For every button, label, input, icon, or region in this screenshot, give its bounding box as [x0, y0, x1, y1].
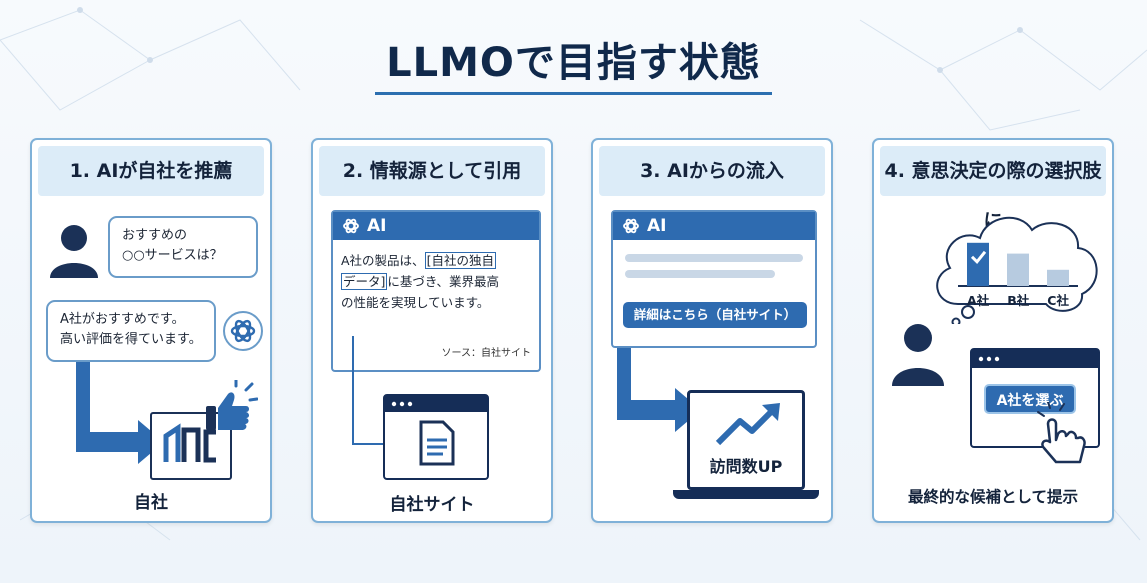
bar-A社 — [967, 242, 989, 286]
bar-label-a: A社 — [967, 293, 990, 308]
window-titlebar — [972, 350, 1098, 368]
bar-label-c: C社 — [1047, 293, 1069, 308]
bar-C社 — [1047, 269, 1069, 286]
window-titlebar: AI — [333, 212, 539, 240]
citation-highlight-2: データ] — [341, 273, 388, 290]
page-title: LLMOで目指す状態 — [386, 40, 761, 86]
card-cited-source: 2. 情報源として引用 AI A社の製品は、[自社の独自 データ]に基づき、業界… — [311, 138, 553, 523]
text-placeholder-line — [625, 270, 775, 278]
card-heading: 2. 情報源として引用 — [319, 146, 545, 196]
website-window — [383, 394, 489, 480]
citation-post-2: の性能を実現しています。 — [341, 295, 490, 310]
question-line-2: ○○サービスは？ — [122, 248, 223, 263]
card-heading: 3. AIからの流入 — [599, 146, 825, 196]
answer-line-2: 高い評価を得ています。 — [60, 332, 202, 347]
choice-window: A社を選ぶ — [970, 348, 1100, 448]
bar-labels: A社 B社 C社 — [958, 290, 1078, 309]
bar-chart — [958, 242, 1078, 287]
citation-pre: A社の製品は、 — [341, 253, 425, 268]
visits-up-label: 訪問数UP — [709, 457, 783, 476]
hand-pointer-icon — [1037, 402, 1086, 464]
card-ai-traffic: 3. AIからの流入 AI 詳細はこちら（自社サイト） 訪問数UP — [591, 138, 833, 523]
window-dots-icon — [978, 356, 1000, 362]
user-icon — [892, 324, 944, 386]
source-note: ソース：自社サイト — [441, 348, 532, 359]
user-question-bubble: おすすめの ○○サービスは？ — [108, 216, 258, 278]
title-underline — [375, 92, 772, 95]
ai-answer-bubble: A社がおすすめです。 高い評価を得ています。 — [46, 300, 216, 362]
final-candidate-caption: 最終的な候補として提示 — [907, 488, 1079, 506]
card-decision-choice: 4. 意思決定の際の選択肢に A社 B社 C社 A社を選ぶ 最終的な候補として提… — [872, 138, 1114, 523]
window-titlebar: AI — [613, 212, 815, 240]
ai-logo-icon — [223, 311, 263, 351]
company-label: 自社 — [134, 493, 168, 513]
answer-line-1: A社がおすすめです。 — [60, 312, 185, 327]
thumbs-up-icon — [206, 380, 258, 430]
trend-up-icon — [715, 403, 780, 446]
card-heading: 1. AIが自社を推薦 — [38, 146, 264, 196]
flow-arrow — [76, 362, 164, 464]
ai-answer-window: AI A社の製品は、[自社の独自 データ]に基づき、業界最高 の性能を実現してい… — [331, 210, 541, 372]
check-icon — [970, 250, 987, 265]
ai-answer-window: AI 詳細はこちら（自社サイト） — [611, 210, 817, 348]
website-label: 自社サイト — [389, 495, 475, 515]
citation-text: A社の製品は、[自社の独自 データ]に基づき、業界最高 の性能を実現しています。 — [341, 250, 537, 313]
bar-B社 — [1007, 253, 1029, 286]
text-placeholder-line — [625, 254, 803, 262]
laptop-base — [673, 490, 819, 499]
ai-logo-icon — [623, 218, 639, 234]
card-heading: 4. 意思決定の際の選択肢に — [880, 146, 1106, 232]
card-ai-recommends: 1. AIが自社を推薦 おすすめの ○○サービスは？ A社がおすすめです。 高い… — [30, 138, 272, 523]
question-line-1: おすすめの — [122, 228, 188, 243]
company-logo-icon — [163, 423, 216, 463]
website-titlebar — [385, 396, 487, 412]
window-dots-icon — [391, 401, 413, 407]
window-label: AI — [647, 216, 667, 236]
citation-highlight-1: [自社の独自 — [424, 252, 496, 269]
document-icon — [419, 420, 455, 466]
bar-label-b: B社 — [1007, 293, 1030, 308]
user-icon — [50, 225, 98, 278]
details-link-button[interactable]: 詳細はこちら（自社サイト） — [623, 302, 807, 328]
laptop-screen: 訪問数UP — [687, 390, 805, 490]
ai-logo-icon — [343, 218, 359, 234]
flow-arrow — [617, 348, 701, 432]
citation-post-1: に基づき、業界最高 — [387, 274, 500, 289]
window-label: AI — [367, 216, 387, 236]
